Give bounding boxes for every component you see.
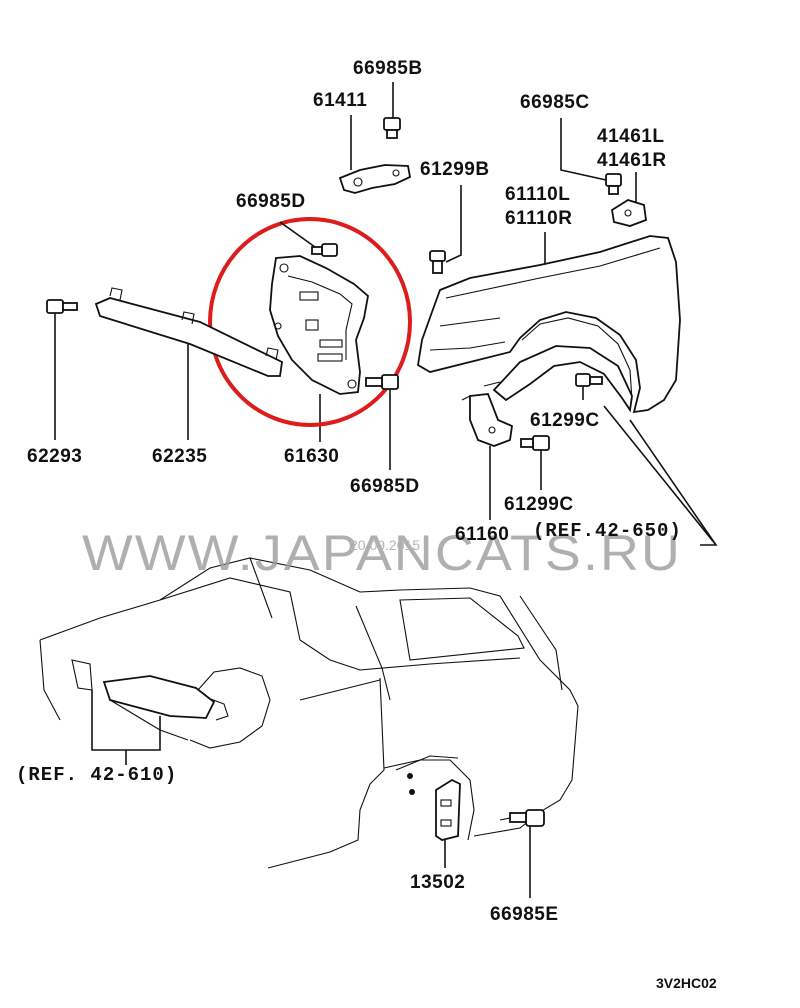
label-61411: 61411 bbox=[313, 90, 367, 111]
label-66985c: 66985C bbox=[520, 92, 590, 113]
label-66985b: 66985B bbox=[353, 58, 423, 79]
highlight-circle bbox=[208, 217, 412, 427]
label-61299c-upper: 61299C bbox=[530, 410, 600, 431]
bolt-66985b-icon bbox=[383, 82, 401, 139]
label-ref-42-610: (REF. 42-610) bbox=[16, 764, 177, 786]
bracket-41461-icon bbox=[611, 172, 647, 227]
diagram-code: 3V2HC02 bbox=[656, 975, 717, 991]
label-62293: 62293 bbox=[27, 446, 82, 467]
screw-61299c-lower-icon bbox=[520, 435, 550, 490]
shield-plate-61630-icon bbox=[269, 255, 369, 442]
label-62235: 62235 bbox=[152, 446, 207, 467]
screw-61299c-upper-icon bbox=[575, 373, 603, 400]
label-41461l: 41461L bbox=[597, 126, 664, 147]
ref-42-650-leader-2 bbox=[603, 405, 717, 546]
label-66985d-top: 66985D bbox=[236, 191, 306, 212]
car-body-icon bbox=[39, 557, 579, 869]
label-13502: 13502 bbox=[410, 872, 465, 893]
bolt-66985d-bottom-icon bbox=[365, 374, 399, 470]
screw-61299b-icon bbox=[429, 185, 462, 274]
label-41461r: 41461R bbox=[597, 150, 667, 171]
label-61299c-lower: 61299C bbox=[504, 494, 574, 515]
label-66985e: 66985E bbox=[490, 904, 559, 925]
label-66985d-bottom: 66985D bbox=[350, 476, 420, 497]
watermark-date: 20.09.2015 bbox=[350, 537, 420, 553]
watermark-site: WWW.JAPANCATS.RU bbox=[82, 525, 682, 581]
bracket-13502-icon bbox=[435, 778, 461, 868]
bolt-66985e-icon bbox=[509, 809, 545, 898]
bolt-66985d-top-icon bbox=[279, 221, 338, 257]
label-61160: 61160 bbox=[455, 524, 509, 545]
label-61630: 61630 bbox=[284, 446, 339, 467]
bolt-66985c-icon bbox=[560, 118, 622, 195]
label-ref-42-650: (REF.42-650) bbox=[533, 520, 682, 542]
bar-62235-icon bbox=[94, 287, 283, 440]
label-61110r: 61110R bbox=[505, 208, 572, 229]
bracket-61160-icon bbox=[461, 393, 513, 520]
label-61110l: 61110L bbox=[505, 184, 570, 205]
fender-liner-icon bbox=[483, 345, 633, 413]
bracket-61411-icon bbox=[338, 115, 412, 194]
label-61299b: 61299B bbox=[420, 159, 490, 180]
bolt-62293-icon bbox=[46, 299, 78, 440]
fender-61110-icon bbox=[417, 232, 681, 414]
